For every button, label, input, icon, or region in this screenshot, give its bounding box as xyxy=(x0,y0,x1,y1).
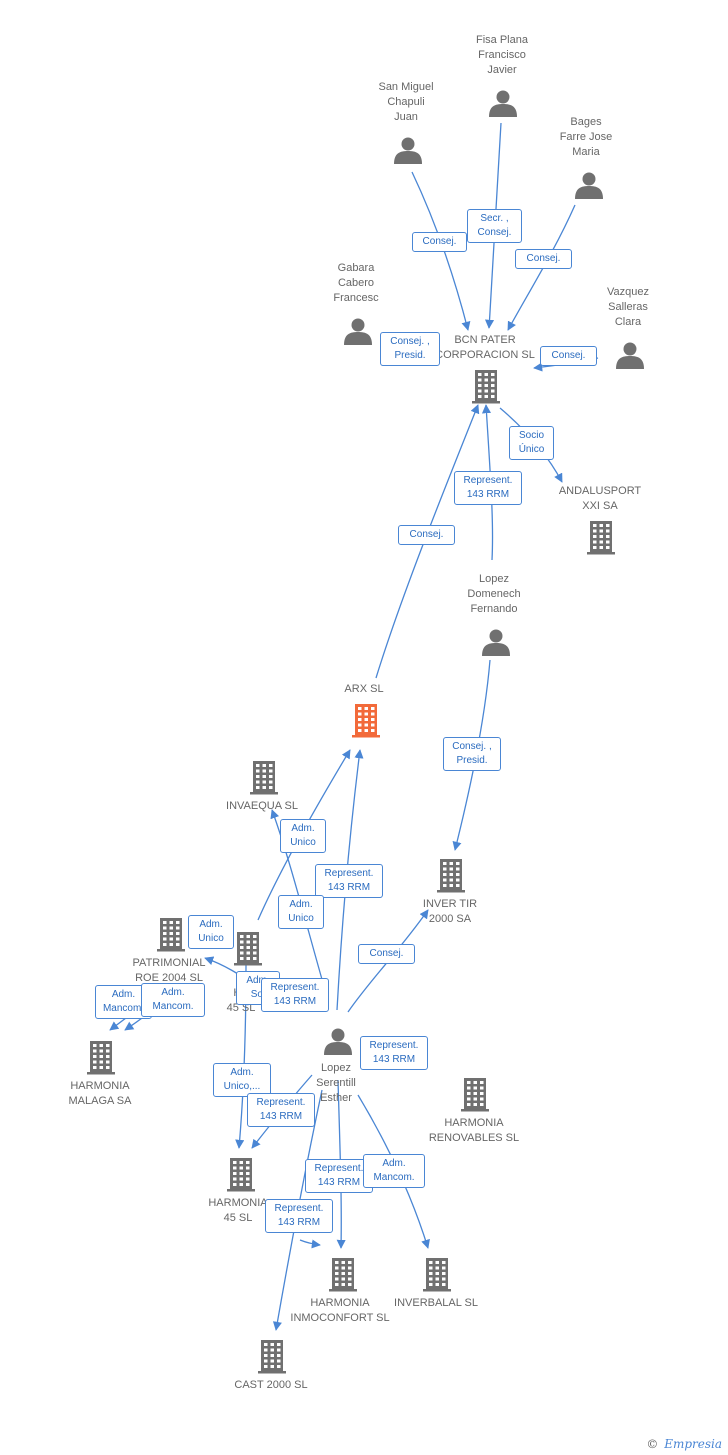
relation-label-r24[interactable]: Represent. 143 RRM xyxy=(265,1199,333,1233)
brand-name: Empresia xyxy=(664,1437,722,1451)
person-icon-sanmiguel[interactable] xyxy=(394,137,422,165)
node-label-andalusport[interactable]: ANDALUSPORT XXI SA xyxy=(558,485,642,512)
node-label-lopezd[interactable]: Lopez Domenech Fernando xyxy=(467,573,521,615)
node-label-inverbalal[interactable]: INVERBALAL SL xyxy=(394,1297,478,1309)
person-icon-vazquez[interactable] xyxy=(616,342,644,370)
relation-label-r1[interactable]: Secr. , Consej. xyxy=(467,209,522,243)
relation-label-r11[interactable]: Represent. 143 RRM xyxy=(315,864,383,898)
relation-label-r5[interactable]: Consej. xyxy=(540,346,597,366)
node-label-sanmiguel[interactable]: San Miguel Chapuli Juan xyxy=(378,81,434,123)
building-icon-inmoconfort[interactable] xyxy=(329,1258,357,1292)
node-label-invaequa[interactable]: INVAEQUA SL xyxy=(226,800,298,812)
node-label-invertir[interactable]: INVER TIR 2000 SA xyxy=(422,898,478,925)
edge-7 xyxy=(375,404,480,679)
edge-3 xyxy=(507,204,576,331)
building-icon-inverbalal[interactable] xyxy=(423,1258,451,1292)
building-icon-andalusport[interactable] xyxy=(587,521,615,555)
node-label-gabara[interactable]: Gabara Cabero Francesc xyxy=(333,262,379,304)
edge-21 xyxy=(299,1239,321,1249)
footer-brand: © Empresia xyxy=(646,1437,722,1451)
node-label-renovables[interactable]: HARMONIA RENOVABLES SL xyxy=(428,1117,520,1144)
person-icon-bages[interactable] xyxy=(575,172,603,200)
relation-label-r6[interactable]: Socio Único xyxy=(509,426,554,460)
node-label-malaga[interactable]: HARMONIA MALAGA SA xyxy=(68,1080,132,1107)
relation-label-r22[interactable]: Represent. 143 RRM xyxy=(305,1159,373,1193)
building-icon-malaga[interactable] xyxy=(87,1041,115,1075)
relation-label-r16[interactable]: Represent. 143 RRM xyxy=(261,978,329,1012)
relation-label-r12[interactable]: Adm. Unico xyxy=(278,895,324,929)
person-icon-gabara[interactable] xyxy=(344,318,372,346)
copyright-icon: © xyxy=(646,1437,659,1451)
node-label-cast[interactable]: CAST 2000 SL xyxy=(234,1379,308,1391)
node-label-bages[interactable]: Bages Farre Jose Maria xyxy=(559,116,613,158)
node-label-h45[interactable]: HARMONIA 45 SL xyxy=(208,1197,268,1224)
relation-label-r14[interactable]: Consej. xyxy=(358,944,415,964)
node-label-arx[interactable]: ARX SL xyxy=(344,683,384,695)
relation-label-r21[interactable]: Represent. 143 RRM xyxy=(247,1093,315,1127)
building-icon-invertir[interactable] xyxy=(437,859,465,893)
edge-12 xyxy=(347,909,429,1013)
building-icon-bcn[interactable] xyxy=(472,370,500,404)
building-icon-arx[interactable] xyxy=(352,704,380,738)
node-label-bcn[interactable]: BCN PATER CORPORACION SL xyxy=(435,334,535,361)
relation-label-r9[interactable]: Consej. , Presid. xyxy=(443,737,501,771)
building-icon-invaequa[interactable] xyxy=(250,761,278,795)
relation-label-r8[interactable]: Consej. xyxy=(398,525,455,545)
relation-label-r7[interactable]: Represent. 143 RRM xyxy=(454,471,522,505)
building-icon-h45[interactable] xyxy=(227,1158,255,1192)
building-icon-cast[interactable] xyxy=(258,1340,286,1374)
relation-label-r18[interactable]: Adm. Mancom. xyxy=(141,983,205,1017)
building-icon-gha[interactable] xyxy=(234,932,262,966)
relation-label-r19[interactable]: Represent. 143 RRM xyxy=(360,1036,428,1070)
building-icon-patrimonial[interactable] xyxy=(157,918,185,952)
person-icon-fisa[interactable] xyxy=(489,90,517,118)
relation-label-r23[interactable]: Adm. Mancom. xyxy=(363,1154,425,1188)
relation-label-r2[interactable]: Consej. xyxy=(412,232,467,252)
building-icon-renovables[interactable] xyxy=(461,1078,489,1112)
node-label-patrimonial[interactable]: PATRIMONIAL ROE 2004 SL xyxy=(132,957,206,984)
relation-label-r4[interactable]: Consej. , Presid. xyxy=(380,332,440,366)
node-label-fisa[interactable]: Fisa Plana Francisco Javier xyxy=(476,34,528,76)
person-icon-lopezd[interactable] xyxy=(482,629,510,657)
edge-11 xyxy=(270,809,326,991)
relation-label-r3[interactable]: Consej. xyxy=(515,249,572,269)
node-icons xyxy=(87,90,644,1374)
relation-label-r10[interactable]: Adm. Unico xyxy=(280,819,326,853)
node-label-vazquez[interactable]: Vazquez Salleras Clara xyxy=(607,286,649,328)
relation-label-r20[interactable]: Adm. Unico,... xyxy=(213,1063,271,1097)
node-label-inmoconfort[interactable]: HARMONIA INMOCONFORT SL xyxy=(290,1297,390,1324)
node-label-lopeze[interactable]: Lopez Serentill Esther xyxy=(316,1062,356,1104)
relation-label-r13[interactable]: Adm. Unico xyxy=(188,915,234,949)
person-icon-lopeze[interactable] xyxy=(324,1028,352,1056)
